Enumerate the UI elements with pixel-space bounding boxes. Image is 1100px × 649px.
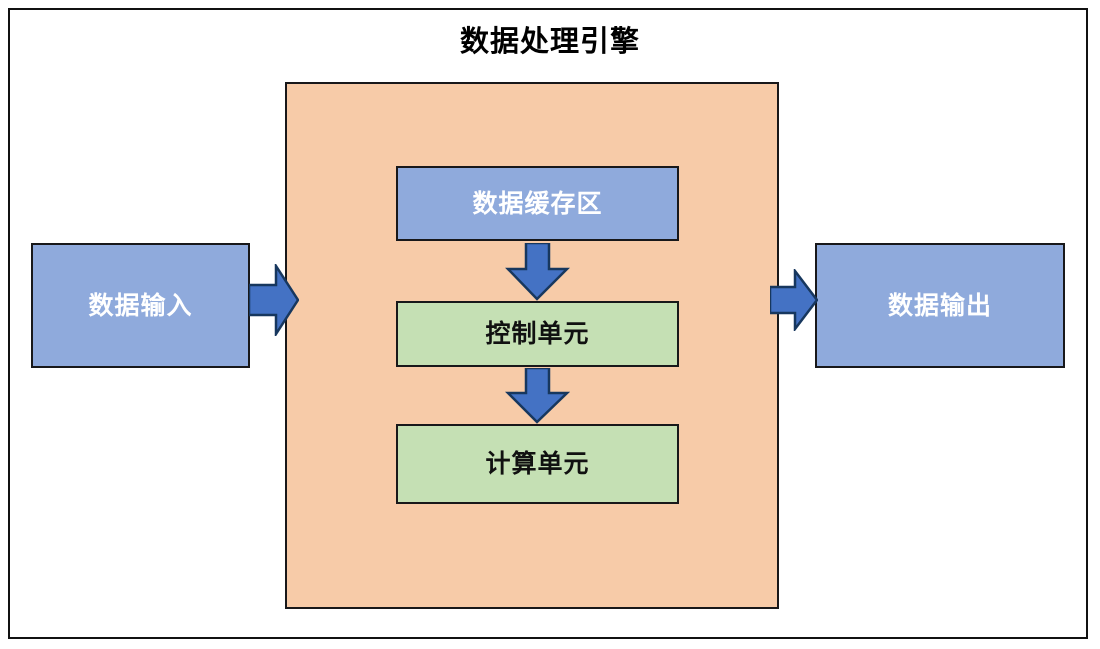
node-data-output-label: 数据输出 [887, 291, 992, 320]
node-control-unit-label: 控制单元 [485, 320, 590, 348]
arrow-right-engine-to-output-icon [770, 269, 818, 331]
node-data-buffer[interactable]: 数据缓存区 [396, 166, 679, 241]
node-data-input-label: 数据输入 [88, 291, 193, 320]
node-compute-unit[interactable]: 计算单元 [396, 424, 679, 504]
node-data-input[interactable]: 数据输入 [31, 243, 250, 368]
node-control-unit[interactable]: 控制单元 [396, 301, 679, 367]
arrow-down-buffer-to-control-icon [505, 243, 570, 301]
node-data-output[interactable]: 数据输出 [815, 243, 1065, 368]
node-compute-unit-label: 计算单元 [485, 450, 590, 478]
arrow-right-input-to-engine-icon [249, 264, 299, 336]
arrow-down-control-to-compute-icon [505, 368, 570, 424]
node-data-buffer-label: 数据缓存区 [472, 189, 603, 218]
page-title: 数据处理引擎 [459, 26, 640, 58]
